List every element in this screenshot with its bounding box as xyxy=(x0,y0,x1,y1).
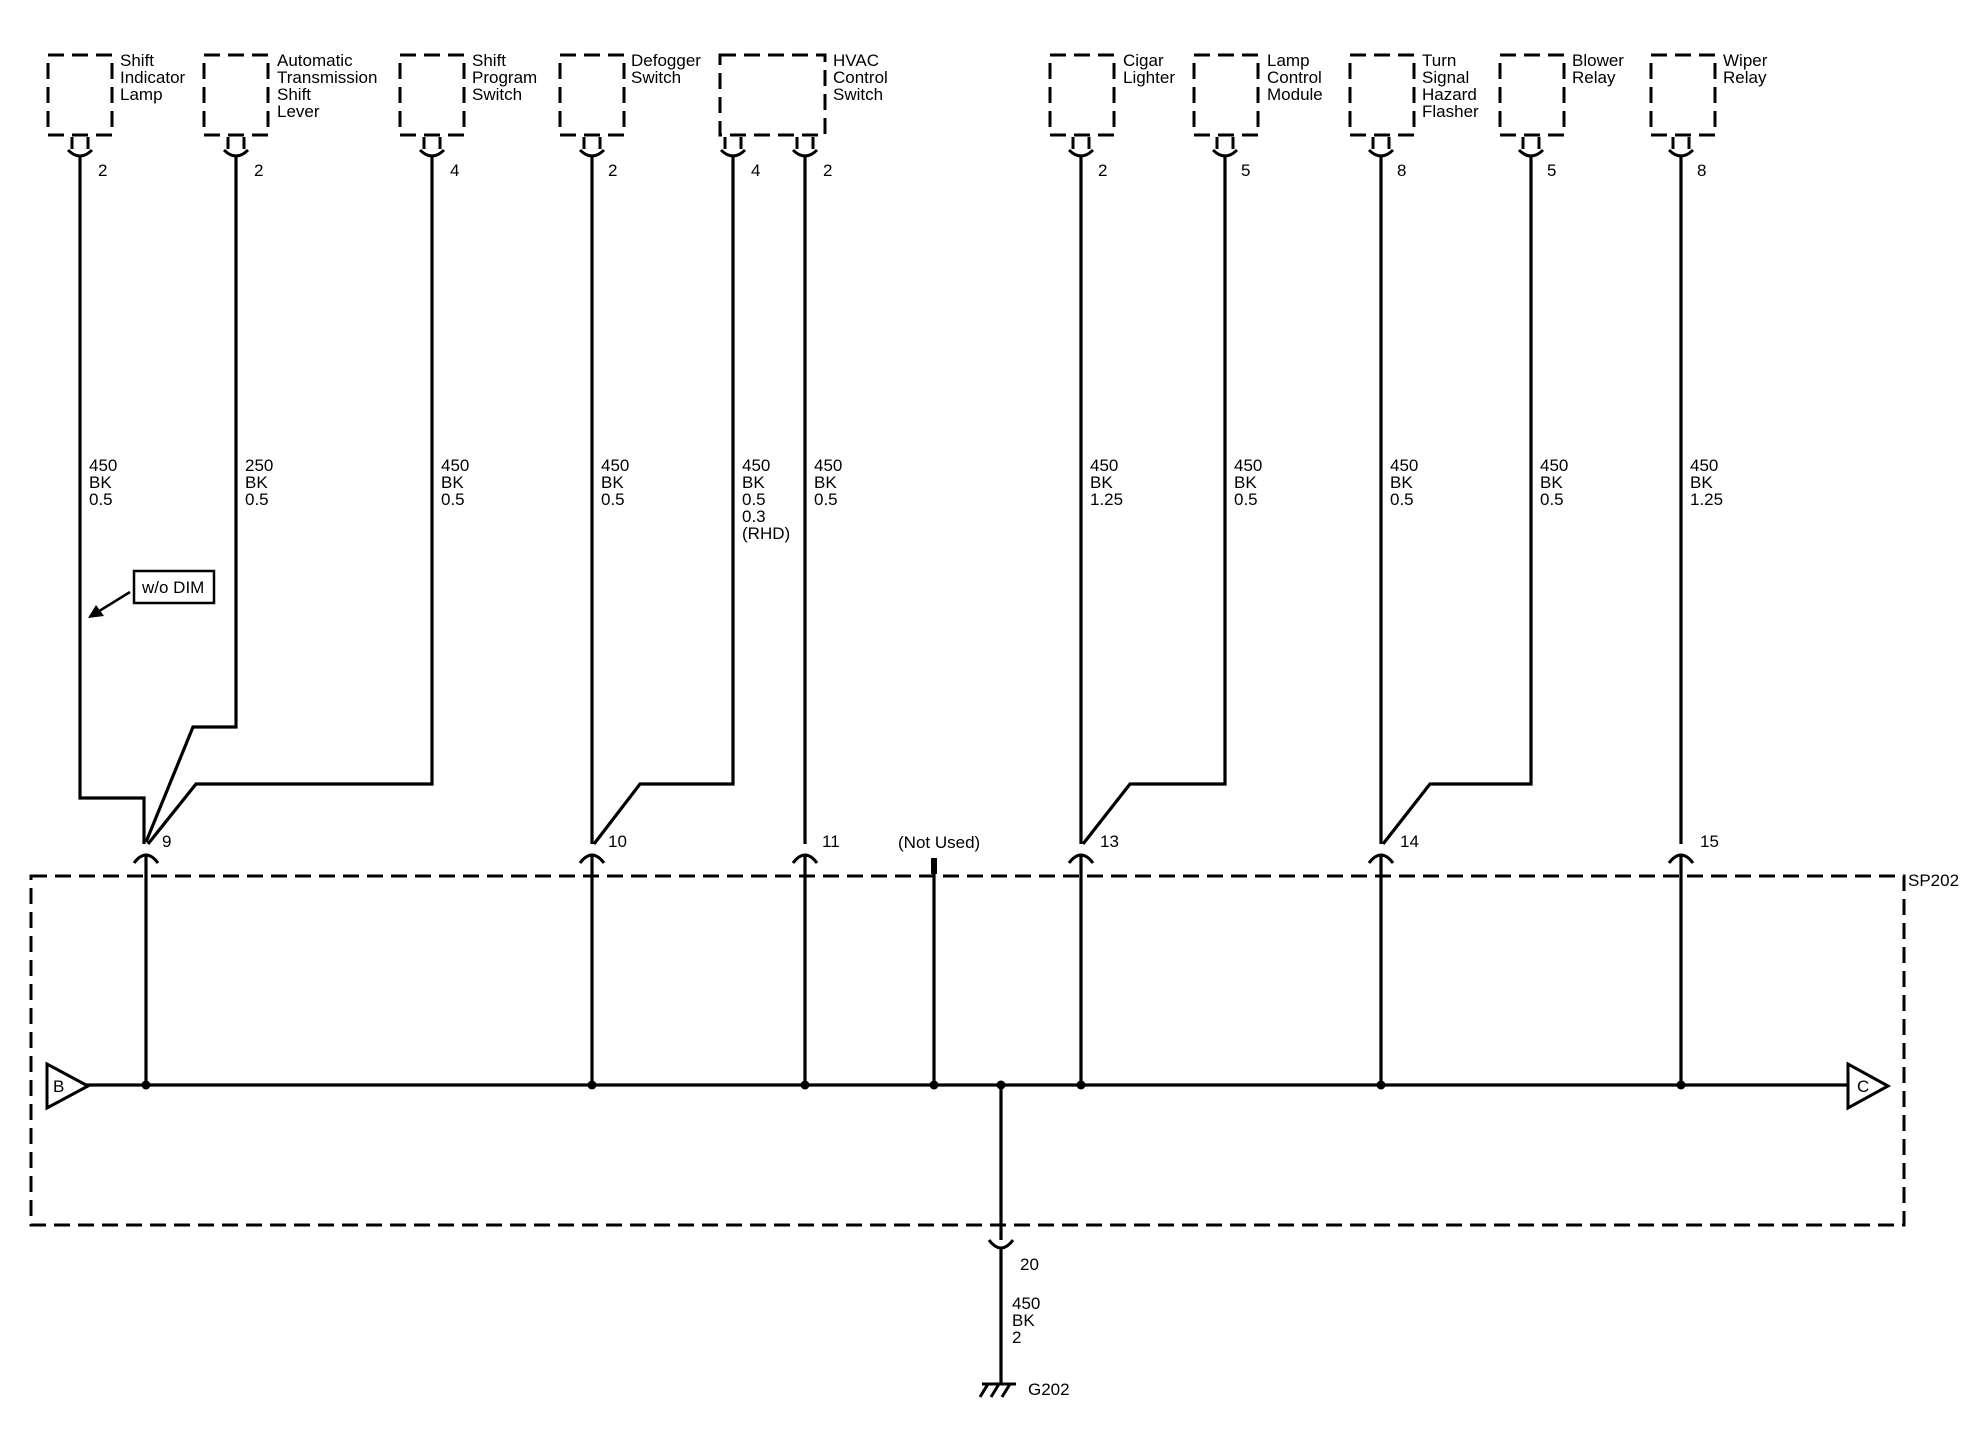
option-note: w/o DIM xyxy=(88,569,216,618)
pin-number: 4 xyxy=(751,161,760,180)
bus-reference-b: B xyxy=(45,1061,92,1111)
pin-number: 2 xyxy=(823,161,832,180)
component-cigar-lighter: Cigar Lighter xyxy=(1048,51,1175,137)
splice-terminal: 15 xyxy=(1667,832,1719,1085)
wires xyxy=(78,157,1683,845)
not-used-label: (Not Used) xyxy=(898,833,980,852)
component-label: Shift Program Switch xyxy=(472,51,542,104)
pin-number: 4 xyxy=(450,161,459,180)
component-label: Lamp Control Module xyxy=(1267,51,1327,104)
wire-shift-program-switch xyxy=(146,157,434,845)
wire-labels: 450 BK 0.5 250 BK 0.5 450 BK 0.5 450 BK … xyxy=(89,456,1723,543)
wire-label: 450 BK 0.5 xyxy=(89,456,122,509)
connector-turn-signal-hazard-flasher: 8 xyxy=(1367,137,1406,180)
bus-reference-label: B xyxy=(53,1077,64,1096)
ground-pin-number: 20 xyxy=(1020,1255,1039,1274)
splice-name: SP202 xyxy=(1908,871,1959,890)
component-label: Shift Indicator Lamp xyxy=(120,51,190,104)
component-automatic-transmission-shift-lever: Automatic Transmission Shift Lever xyxy=(202,51,382,137)
option-note-label: w/o DIM xyxy=(141,578,204,597)
wire-hvac-control-switch-pin-a xyxy=(592,157,735,845)
pin-number: 2 xyxy=(254,161,263,180)
ground-lead: 20 450 BK 2 G202 xyxy=(978,1085,1070,1399)
splice-terminal: 14 xyxy=(1367,832,1419,1085)
wire-label: 250 BK 0.5 xyxy=(245,456,278,509)
connector-automatic-transmission-shift-lever: 2 xyxy=(222,137,263,180)
connector-shift-program-switch: 4 xyxy=(418,137,459,180)
wire-label: 450 BK 0.5 xyxy=(1234,456,1267,509)
wire-lamp-control-module xyxy=(1081,157,1227,845)
splice-terminal: 13 xyxy=(1067,832,1119,1085)
wire-label: 450 BK 0.5 xyxy=(814,456,847,509)
ground-icon xyxy=(978,1382,1016,1398)
wire-label: 450 BK 0.5 xyxy=(441,456,474,509)
pin-number: 5 xyxy=(1241,161,1250,180)
connector-wiper-relay: 8 xyxy=(1667,137,1706,180)
component-label: HVAC Control Switch xyxy=(833,51,893,104)
bus-reference-label: C xyxy=(1857,1077,1869,1096)
terminal-number: 14 xyxy=(1400,832,1419,851)
connector-cigar-lighter: 2 xyxy=(1067,137,1107,180)
connector-defogger-switch: 2 xyxy=(578,137,617,180)
connector-lamp-control-module: 5 xyxy=(1211,137,1250,180)
pin-number: 2 xyxy=(1098,161,1107,180)
connector-hvac-control-switch-pin-a: 4 xyxy=(719,137,760,180)
splice-terminal: 10 xyxy=(578,832,627,1085)
wire-label: 450 BK 0.5 xyxy=(601,456,634,509)
wire-automatic-transmission-shift-lever xyxy=(144,157,238,843)
pin-number: 5 xyxy=(1547,161,1556,180)
pin-number: 8 xyxy=(1697,161,1706,180)
wire-label: 450 BK 1.25 xyxy=(1690,456,1723,509)
terminal-number: 15 xyxy=(1700,832,1719,851)
component-wiper-relay: Wiper Relay xyxy=(1649,51,1772,137)
splice-terminal: 11 xyxy=(791,832,840,1085)
component-label: Defogger Switch xyxy=(631,51,706,87)
connector-blower-relay: 5 xyxy=(1517,137,1556,180)
component-blower-relay: Blower Relay xyxy=(1498,51,1629,137)
ground-wire-label: 450 BK 2 xyxy=(1012,1294,1045,1347)
component-defogger-switch: Defogger Switch xyxy=(558,51,706,137)
pin-number: 8 xyxy=(1397,161,1406,180)
component-turn-signal-hazard-flasher: Turn Signal Hazard Flasher xyxy=(1348,51,1482,137)
splice-terminal: 9 xyxy=(132,832,171,1085)
bus-reference-c: C xyxy=(1846,1061,1892,1111)
pin-number: 2 xyxy=(608,161,617,180)
wire-blower-relay xyxy=(1381,157,1533,845)
wire-label: 450 BK 0.5 xyxy=(1390,456,1423,509)
component-label: Turn Signal Hazard Flasher xyxy=(1422,51,1482,121)
ground-bus: B C xyxy=(45,1061,1892,1111)
splice-terminals: 9 10 11 (Not Used) 13 14 xyxy=(132,832,1719,1085)
connector-shift-indicator-lamp: 2 xyxy=(66,137,107,180)
ground-name: G202 xyxy=(1028,1380,1070,1399)
component-connectors: 2 2 4 2 4 2 2 5 xyxy=(66,137,1706,180)
component-label: Cigar Lighter xyxy=(1123,51,1175,87)
arrow-icon xyxy=(88,605,104,618)
wire-shift-indicator-lamp xyxy=(78,157,146,844)
component-shift-program-switch: Shift Program Switch xyxy=(398,51,542,137)
terminal-number: 10 xyxy=(608,832,627,851)
component-shift-indicator-lamp: Shift Indicator Lamp xyxy=(46,51,190,137)
wire-label: 450 BK 0.5 0.3 (RHD) xyxy=(742,456,790,543)
component-lamp-control-module: Lamp Control Module xyxy=(1192,51,1327,137)
terminal-number: 9 xyxy=(162,832,171,851)
terminal-number: 13 xyxy=(1100,832,1119,851)
component-label: Wiper Relay xyxy=(1723,51,1772,87)
connector-hvac-control-switch-pin-b: 2 xyxy=(791,137,832,180)
wire-label: 450 BK 1.25 xyxy=(1090,456,1123,509)
component-hvac-control-switch: HVAC Control Switch xyxy=(718,51,893,137)
splice-terminal-not-used: (Not Used) xyxy=(898,833,980,1085)
component-label: Automatic Transmission Shift Lever xyxy=(277,51,382,121)
wire-label: 450 BK 0.5 xyxy=(1540,456,1573,509)
component-label: Blower Relay xyxy=(1572,51,1629,87)
terminal-number: 11 xyxy=(822,832,840,851)
pin-number: 2 xyxy=(98,161,107,180)
splice-pack: SP202 xyxy=(29,871,1959,1227)
